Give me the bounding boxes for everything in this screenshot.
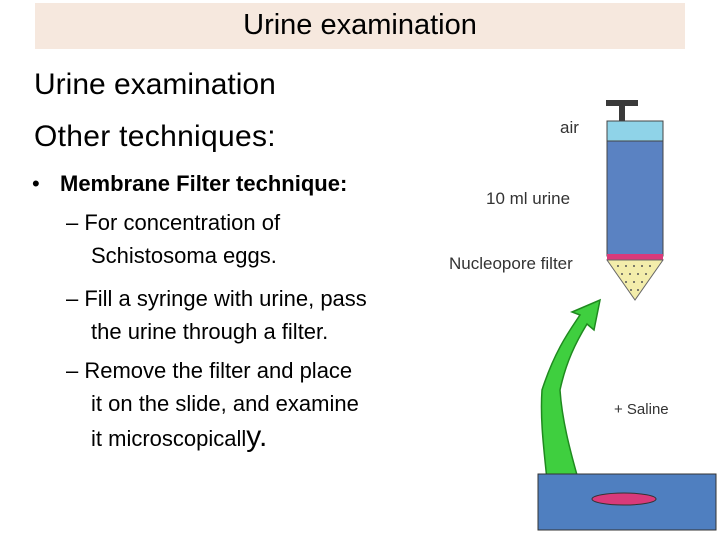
membrane-filter-diagram: air 10 ml urine Nucleopore filter + Sali…: [420, 90, 720, 540]
saline-label: + Saline: [614, 401, 669, 418]
syringe-tip: [606, 259, 664, 301]
sub-point-word: – For: [66, 210, 118, 235]
bullet-text: Membrane Filter technique:: [60, 171, 348, 196]
sub-point-word: of: [261, 210, 281, 235]
sub-point-line: – For concentration of: [66, 206, 408, 239]
bullet-item: • Membrane Filter technique:: [32, 171, 347, 197]
sub-point-line: the urine through a filter.: [91, 319, 329, 344]
sub-point-line: – Fill a syringe with urine, pass: [66, 286, 367, 311]
nucleopore-filter: [607, 254, 663, 260]
sub-point-line: it microscopically.: [66, 420, 408, 455]
sub-point-line: – Remove the filter and place: [66, 358, 353, 383]
urine-compartment: [606, 140, 664, 257]
sub-point-concentration: – For concentration of Schistosoma eggs.: [66, 206, 408, 272]
sub-point-remove-filter: – Remove the filter and place it on the …: [66, 354, 408, 455]
filter-label: Nucleopore filter: [449, 254, 573, 273]
transfer-arrow: [540, 298, 602, 511]
bullet-symbol: •: [32, 171, 40, 196]
cone-dots: [617, 265, 651, 291]
sub-point-word: concentration: [123, 210, 256, 235]
diagram-svg: [537, 100, 717, 531]
air-label: air: [560, 118, 579, 137]
plunger-rod: [619, 106, 625, 124]
sub-point-syringe: – Fill a syringe with urine, pass the ur…: [66, 282, 408, 348]
air-compartment: [606, 120, 664, 142]
sub-point-text: it microscopicall: [91, 426, 247, 451]
sub-point-line: it on the slide, and examine: [91, 391, 359, 416]
filter-on-slide: [591, 492, 657, 506]
slide-title: Urine examination: [243, 9, 477, 41]
plunger-handle: [606, 100, 638, 106]
urine-label: 10 ml urine: [486, 189, 571, 208]
title-bar: Urine examination: [35, 3, 685, 49]
content-heading: Urine examination: [34, 68, 276, 101]
sub-point-text-end: y.: [246, 420, 268, 453]
sub-point-line: Schistosoma eggs.: [91, 243, 277, 268]
content-subheading: Other techniques:: [34, 120, 276, 153]
